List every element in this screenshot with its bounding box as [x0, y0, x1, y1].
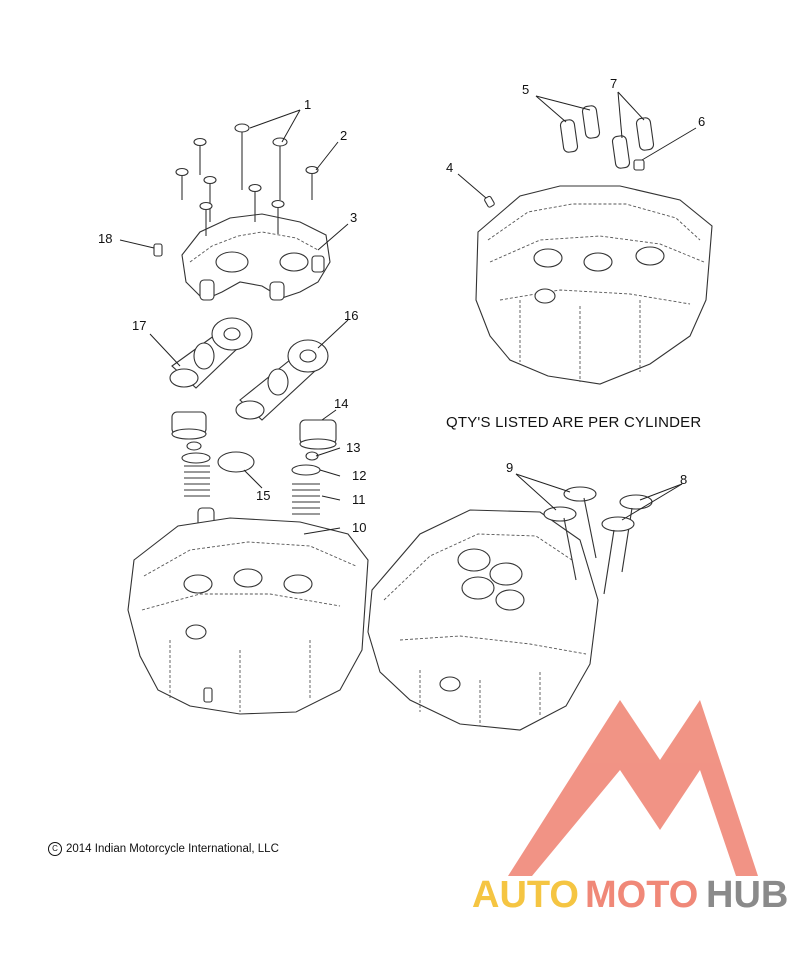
- camshaft-17: [169, 317, 253, 389]
- guide-7b: [635, 117, 655, 151]
- guide-5a: [559, 119, 579, 153]
- camshaft-16: [235, 339, 329, 421]
- carrier-bolts: [175, 123, 319, 236]
- watermark-text: AUTO MOTO HUB: [472, 874, 788, 916]
- callout-2: 2: [340, 128, 347, 143]
- callout-labels: 1 2 3 4 5 6 7 8 9 10 11 12 13 14 15 16 1…: [98, 76, 705, 535]
- cylinder-head-upper: [475, 105, 713, 385]
- valve-train-right: [287, 419, 337, 545]
- leader-lines: [119, 91, 697, 535]
- callout-6: 6: [698, 114, 705, 129]
- callout-15: 15: [256, 488, 270, 503]
- seal-ring-15: [217, 451, 255, 473]
- callout-17: 17: [132, 318, 146, 333]
- watermark-auto: AUTO: [472, 874, 579, 916]
- callout-12: 12: [352, 468, 366, 483]
- valves-8: [601, 494, 653, 595]
- callout-1: 1: [304, 97, 311, 112]
- pin-4: [484, 195, 495, 208]
- valve-train-left: [171, 411, 215, 529]
- cylinder-head-lower-left: [127, 517, 369, 715]
- quantity-note: QTY'S LISTED ARE PER CYLINDER: [446, 414, 702, 431]
- copyright-text: 2014 Indian Motorcycle International, LL…: [66, 843, 279, 855]
- callout-13: 13: [346, 440, 360, 455]
- valves-9: [543, 486, 597, 581]
- cam-carrier-assembly: [153, 123, 331, 301]
- callout-8: 8: [680, 472, 687, 487]
- watermark-logo: [508, 700, 758, 876]
- callout-4: 4: [446, 160, 453, 175]
- callout-5: 5: [522, 82, 529, 97]
- cylinder-head-lower-right: [367, 509, 599, 731]
- pin-6: [633, 159, 645, 171]
- copyright-line: C 2014 Indian Motorcycle International, L…: [48, 842, 279, 856]
- guide-5b: [581, 105, 601, 139]
- callout-14: 14: [334, 396, 348, 411]
- copyright-symbol: C: [48, 842, 62, 856]
- callout-3: 3: [350, 210, 357, 225]
- watermark-hub: HUB: [706, 874, 788, 916]
- callout-11: 11: [352, 492, 366, 507]
- callout-18: 18: [98, 231, 112, 246]
- guide-7a: [611, 135, 631, 169]
- watermark-moto: MOTO: [585, 874, 698, 916]
- callout-16: 16: [344, 308, 358, 323]
- dowel-pin-18: [153, 243, 163, 257]
- callout-10: 10: [352, 520, 366, 535]
- callout-7: 7: [610, 76, 617, 91]
- callout-9: 9: [506, 460, 513, 475]
